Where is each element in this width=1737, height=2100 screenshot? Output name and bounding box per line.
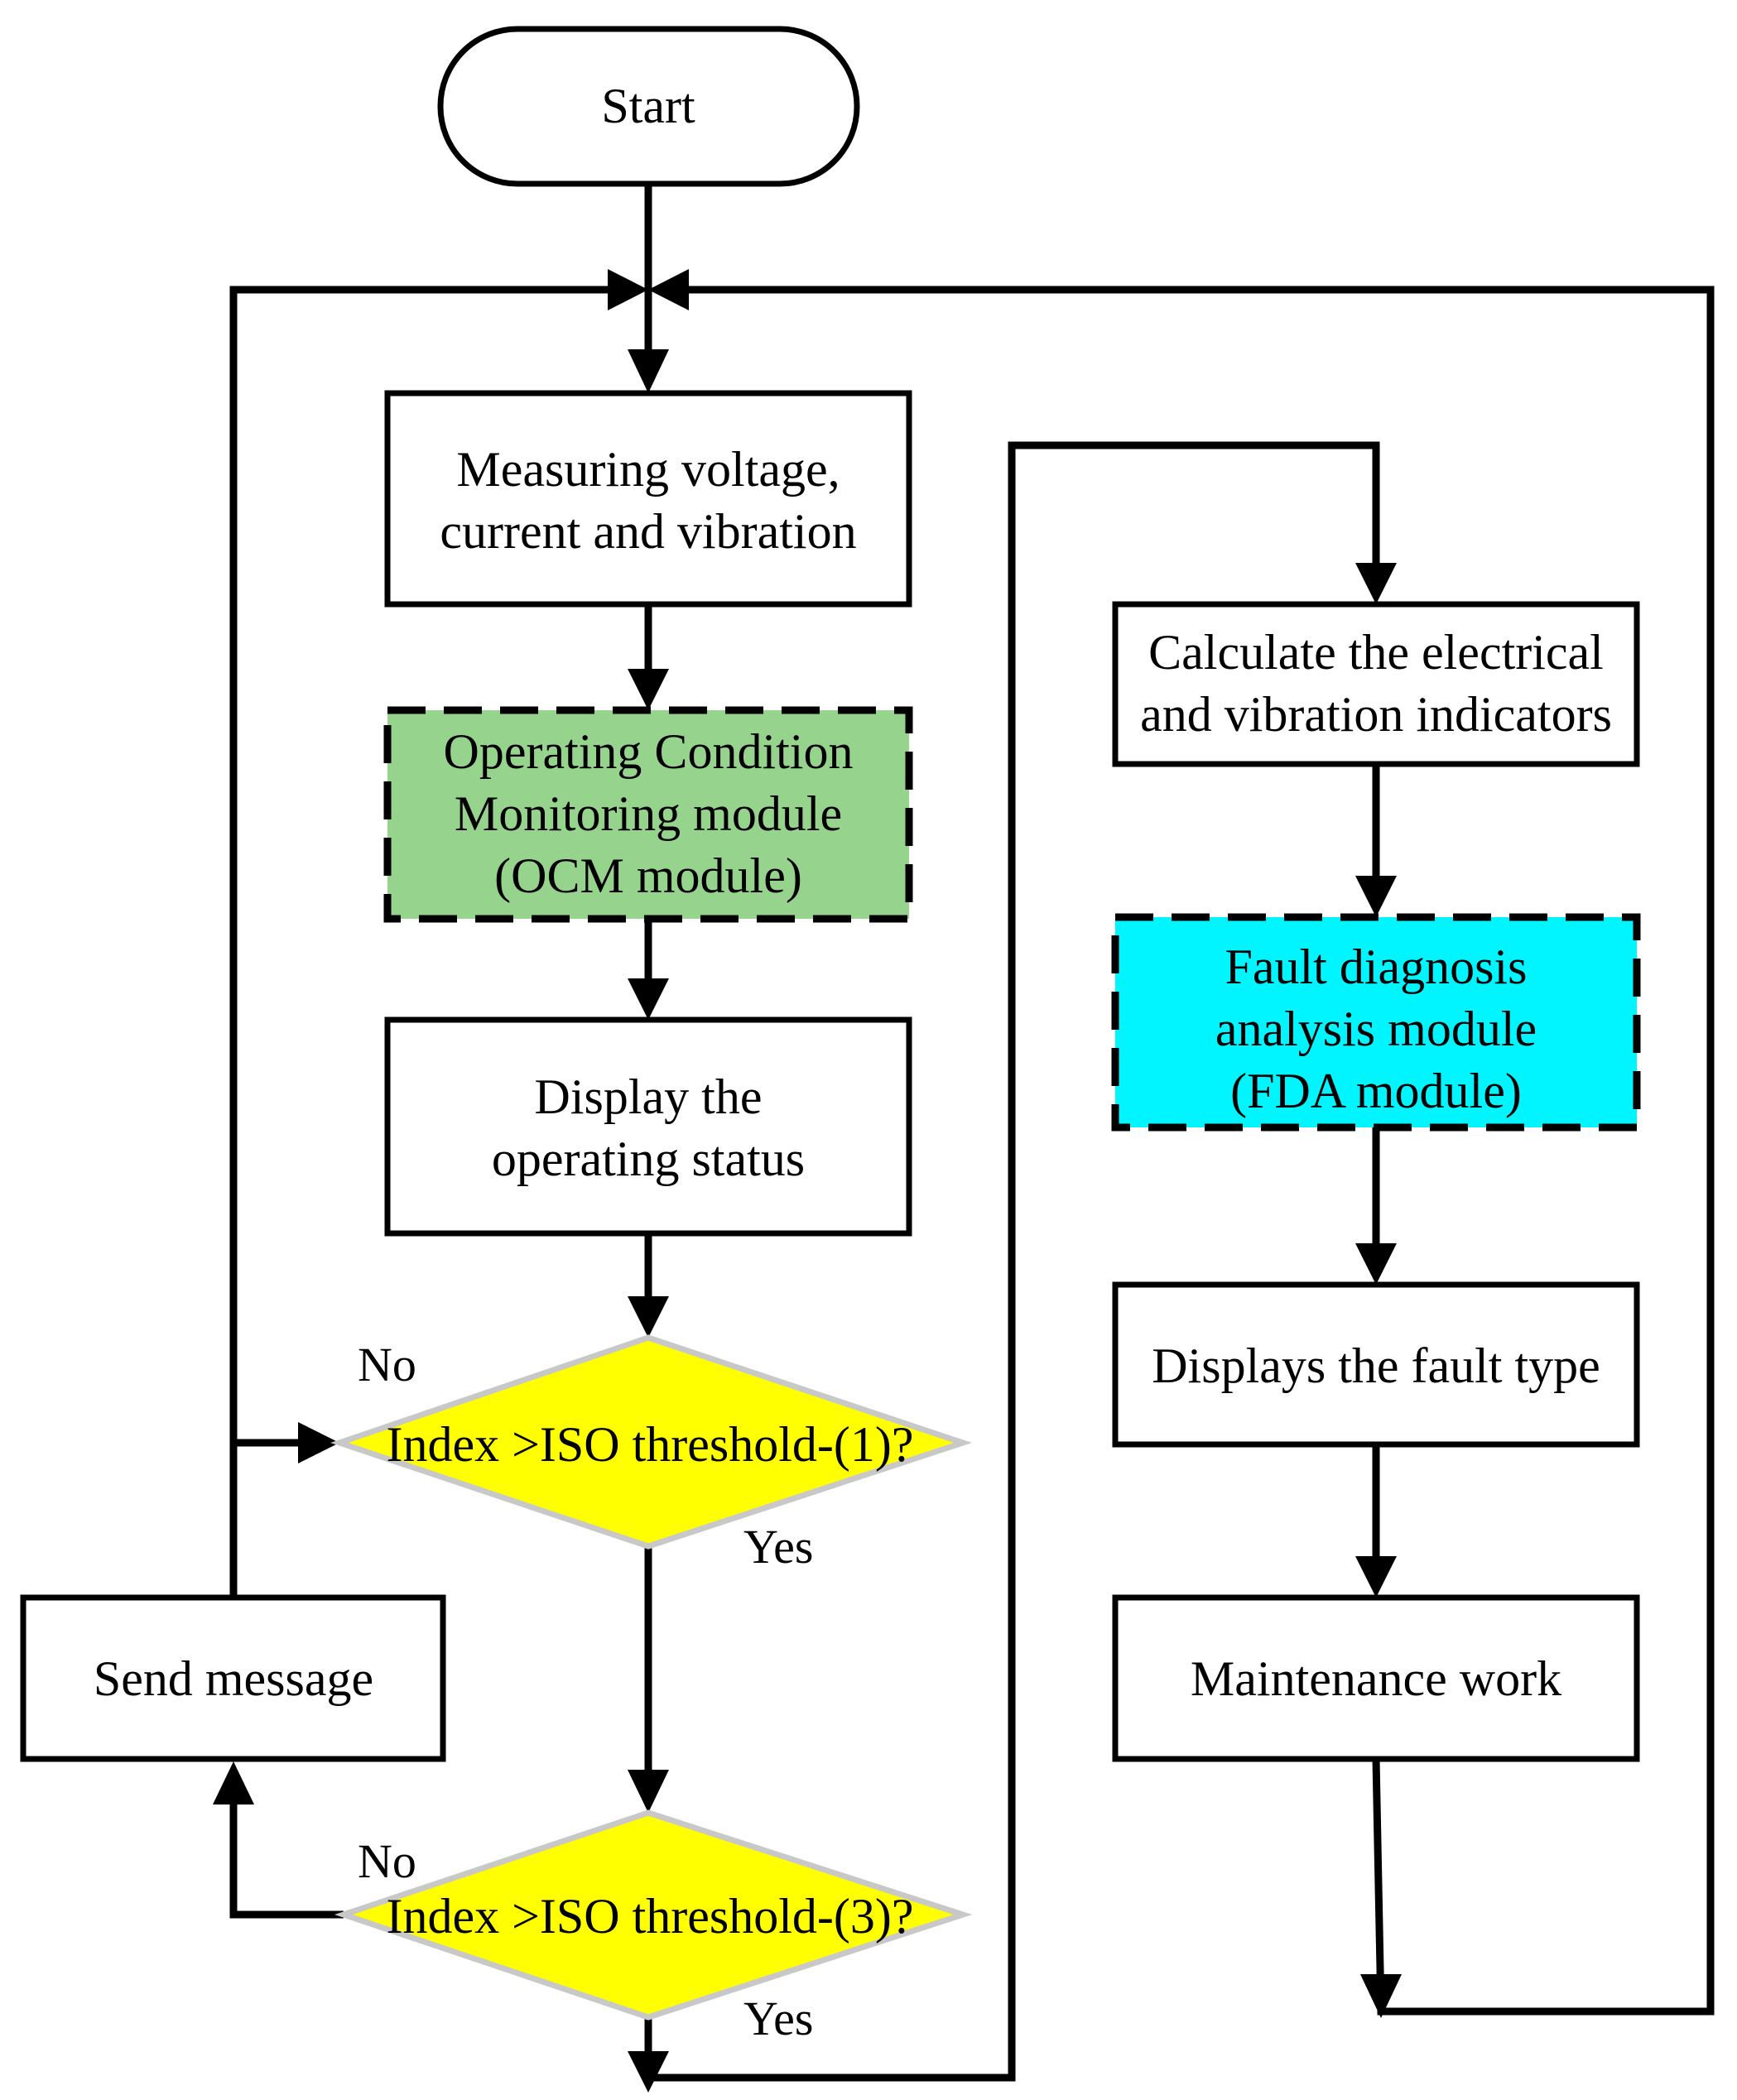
module-ocm: Operating Condition Monitoring module (O…	[383, 706, 913, 923]
arrowhead-display	[628, 978, 669, 1020]
arrowhead-yes-down	[628, 2051, 669, 2093]
fault-type-label: Displays the fault type	[1152, 1338, 1600, 1393]
display-status-label-line-1: Display the	[535, 1069, 763, 1124]
process-send-message: Send message	[20, 1594, 446, 1762]
arrowhead-maintenance-down	[1360, 1974, 1402, 2018]
arrowhead-send-message	[213, 1761, 254, 1804]
decision1-label: Index >ISO threshold-(1)?	[386, 1417, 913, 1472]
edge-maintenance-loop	[686, 286, 1715, 2016]
calculate-label-line-1: Calculate the electrical	[1148, 625, 1604, 680]
process-display-status: Display the operating status	[384, 1016, 912, 1237]
ocm-label-line-3: (OCM module)	[494, 848, 802, 903]
module-fda: Fault diagnosis analysis module (FDA mod…	[1111, 913, 1641, 1132]
arrowhead-junction-right	[648, 269, 689, 310]
arrowhead-fda	[1355, 876, 1397, 917]
terminal-start: Start	[437, 26, 860, 187]
start-label: Start	[601, 79, 695, 133]
arrowhead-faulttype	[1355, 1243, 1397, 1285]
fda-label-line-3: (FDA module)	[1230, 1064, 1522, 1118]
send-message-label: Send message	[94, 1651, 373, 1706]
ocm-label-line-1: Operating Condition	[444, 724, 854, 779]
arrowhead-decision3	[628, 1770, 669, 1813]
ocm-label-line-2: Monitoring module	[455, 786, 842, 841]
process-fault-type: Displays the fault type	[1112, 1281, 1640, 1448]
measuring-label-line-1: Measuring voltage,	[456, 442, 840, 497]
connectors	[213, 184, 1715, 2093]
arrowhead-ocm	[628, 669, 669, 710]
calculate-label-line-2: and vibration indicators	[1140, 687, 1612, 742]
edge-send-to-junction	[229, 286, 613, 1598]
arrowhead-decision1-no	[298, 1422, 339, 1463]
arrowhead-decision1	[628, 1296, 669, 1338]
arrowhead-calculate	[1355, 563, 1397, 604]
decision-threshold-3: Index >ISO threshold-(3)?	[334, 1809, 973, 2021]
measuring-label-line-2: current and vibration	[440, 504, 856, 559]
display-status-label-line-2: operating status	[492, 1132, 805, 1186]
decision3-label: Index >ISO threshold-(3)?	[386, 1889, 913, 1944]
arrowhead-junction-left	[608, 269, 648, 310]
process-measuring: Measuring voltage, current and vibration	[384, 390, 912, 608]
decision1-yes-label: Yes	[743, 1520, 813, 1574]
decision3-yes-label: Yes	[743, 1992, 813, 2045]
fda-label-line-2: analysis module	[1215, 1002, 1537, 1056]
decision-threshold-1: Index >ISO threshold-(1)?	[330, 1334, 973, 1550]
arrowhead-measure	[628, 349, 669, 393]
process-calculate: Calculate the electrical and vibration i…	[1112, 601, 1640, 767]
decision3-no-label: No	[358, 1834, 416, 1888]
edge-decision3-no	[229, 1804, 344, 1919]
process-maintenance: Maintenance work	[1112, 1594, 1640, 1762]
decision1-no-label: No	[358, 1338, 416, 1391]
fda-label-line-1: Fault diagnosis	[1225, 939, 1527, 994]
maintenance-label: Maintenance work	[1191, 1651, 1561, 1706]
arrowhead-maintenance	[1355, 1556, 1397, 1598]
